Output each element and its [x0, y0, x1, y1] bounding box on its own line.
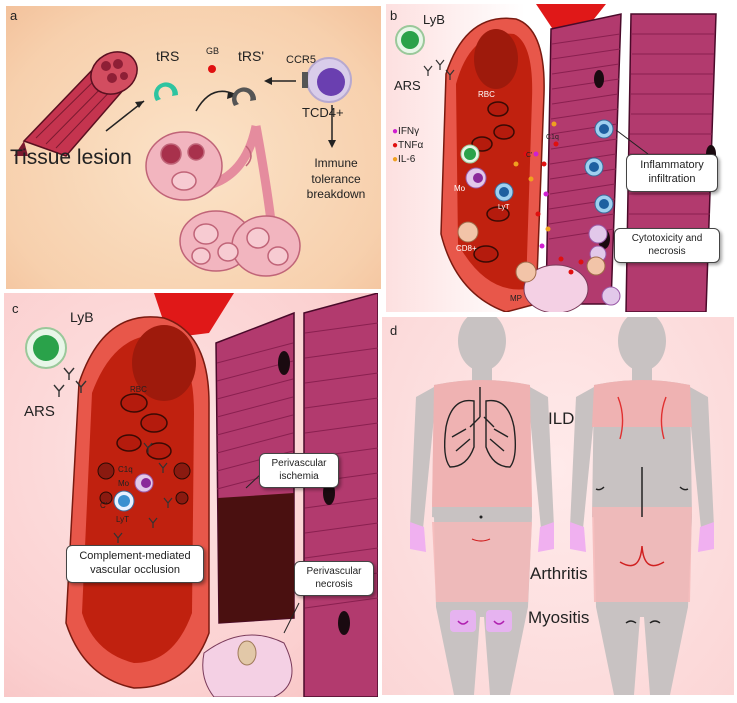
complement-occlusion-box: Complement-mediated vascular occlusion: [66, 545, 204, 583]
panel-letter: c: [12, 301, 19, 316]
rbc-group: [116, 393, 172, 460]
cd8-label: CD8+: [456, 244, 477, 253]
ccr5-label: CCR5: [286, 54, 316, 66]
mo-label: Mo: [118, 479, 130, 488]
muscle-bundle-illustration: [14, 51, 138, 157]
tnf-legend: ●TNFα: [392, 140, 423, 151]
immune-line-1: Immune: [314, 156, 358, 170]
ars-label: ARS: [24, 403, 55, 420]
antibody-icons: [423, 59, 455, 80]
ars-label: ARS: [394, 78, 421, 93]
ischemic-area: [218, 493, 294, 623]
immune-tolerance-label: Immune tolerance breakdown: [306, 156, 366, 203]
c1q-label: C1q: [118, 465, 133, 474]
il6-dot-icon: ●: [392, 154, 399, 165]
cd8-cell: [457, 221, 479, 243]
tcd4-label: TCD4+: [302, 105, 344, 120]
trs-label: tRS: [156, 48, 180, 64]
c-prime-label: C': [526, 152, 533, 159]
tnf-label: TNFα: [398, 140, 424, 151]
lyt-label: LyT: [498, 204, 510, 211]
panel-a-illustration: [14, 51, 352, 277]
panel-letter: b: [390, 8, 398, 23]
cytotoxicity-necrosis-box: Cytotoxicity and necrosis: [614, 228, 720, 263]
lung-tissue-illustration: [145, 125, 301, 277]
box-line-2: vascular occlusion: [90, 563, 180, 576]
arthritis-label: Arthritis: [530, 564, 588, 583]
perivascular-necrosis-box: Perivascular necrosis: [294, 561, 374, 596]
lyt-label: LyT: [116, 515, 130, 524]
lyb-label: LyB: [423, 12, 445, 27]
panel-c-illustration: [25, 293, 378, 697]
box-line-2: ischemia: [279, 470, 319, 482]
perivascular-ischemia-box: Perivascular ischemia: [259, 453, 339, 488]
panel-letter: d: [390, 323, 398, 338]
front-ild-highlight: [432, 380, 532, 507]
ifn-legend: ●IFNγ: [392, 126, 419, 137]
tissue-lesion-label: Tissue lesion: [10, 146, 132, 169]
gb-dot: [208, 65, 216, 73]
ifn-label: IFNγ: [398, 126, 420, 137]
ild-label: ILD: [548, 409, 575, 428]
mo-label: Mo: [454, 184, 466, 193]
antibody-icons-ars: [53, 367, 87, 397]
panel-d-illustration: [410, 317, 714, 695]
rbc-label: RBC: [478, 90, 495, 99]
myositis-label: Myositis: [528, 608, 590, 627]
immune-line-3: breakdown: [306, 187, 366, 202]
panel-b: b LyB ARS RBC ●IFNγ ●TNFα ●IL-6 C' C1q M…: [386, 4, 734, 312]
trs-prime-molecule: [232, 87, 257, 106]
panel-d: d ILD Arthritis Myositis: [382, 317, 734, 695]
gb-label: GB: [206, 46, 220, 56]
box-line-1: Perivascular: [271, 458, 327, 469]
il6-legend: ●IL-6: [392, 154, 415, 165]
complement-clumps: [97, 462, 191, 505]
c-prime-label: C': [100, 501, 108, 510]
il6-label: IL-6: [398, 154, 416, 165]
c1q-label: C1q: [546, 134, 559, 141]
box-line-2: necrosis: [315, 578, 353, 590]
lyb-label: LyB: [70, 309, 94, 325]
inflammatory-infiltration-box: Inflammatory infiltration: [626, 154, 718, 192]
box-line-1: Perivascular: [306, 566, 362, 577]
trs-molecule: [154, 82, 179, 101]
box-line-2: infiltration: [648, 172, 696, 185]
mp-label: MP: [510, 294, 522, 303]
lungs-icon: [443, 387, 517, 468]
rbc-group: [471, 101, 515, 263]
panel-c: c LyB ARS RBC C1q Mo C' LyT Complement-m…: [4, 293, 378, 697]
infiltrating-lymphocytes: [584, 119, 614, 214]
trs-prime-label: tRS': [238, 48, 265, 64]
antibody-icons: [113, 442, 173, 543]
box-line-1: Cytotoxicity and: [631, 233, 703, 244]
immune-line-2: tolerance: [311, 171, 361, 186]
ifn-dot-icon: ●: [392, 126, 399, 137]
panel-a: a Tissue lesion tRS GB tRS' CCR5 TCD4+ I…: [6, 6, 381, 289]
panel-letter: a: [10, 8, 18, 23]
cytokine-dots: [513, 121, 584, 275]
box-line-2: necrosis: [648, 245, 686, 257]
rbc-label: RBC: [130, 385, 147, 394]
box-line-1: Complement-mediated: [79, 550, 191, 562]
tnf-dot-icon: ●: [392, 140, 399, 151]
box-line-1: Inflammatory: [640, 159, 704, 171]
